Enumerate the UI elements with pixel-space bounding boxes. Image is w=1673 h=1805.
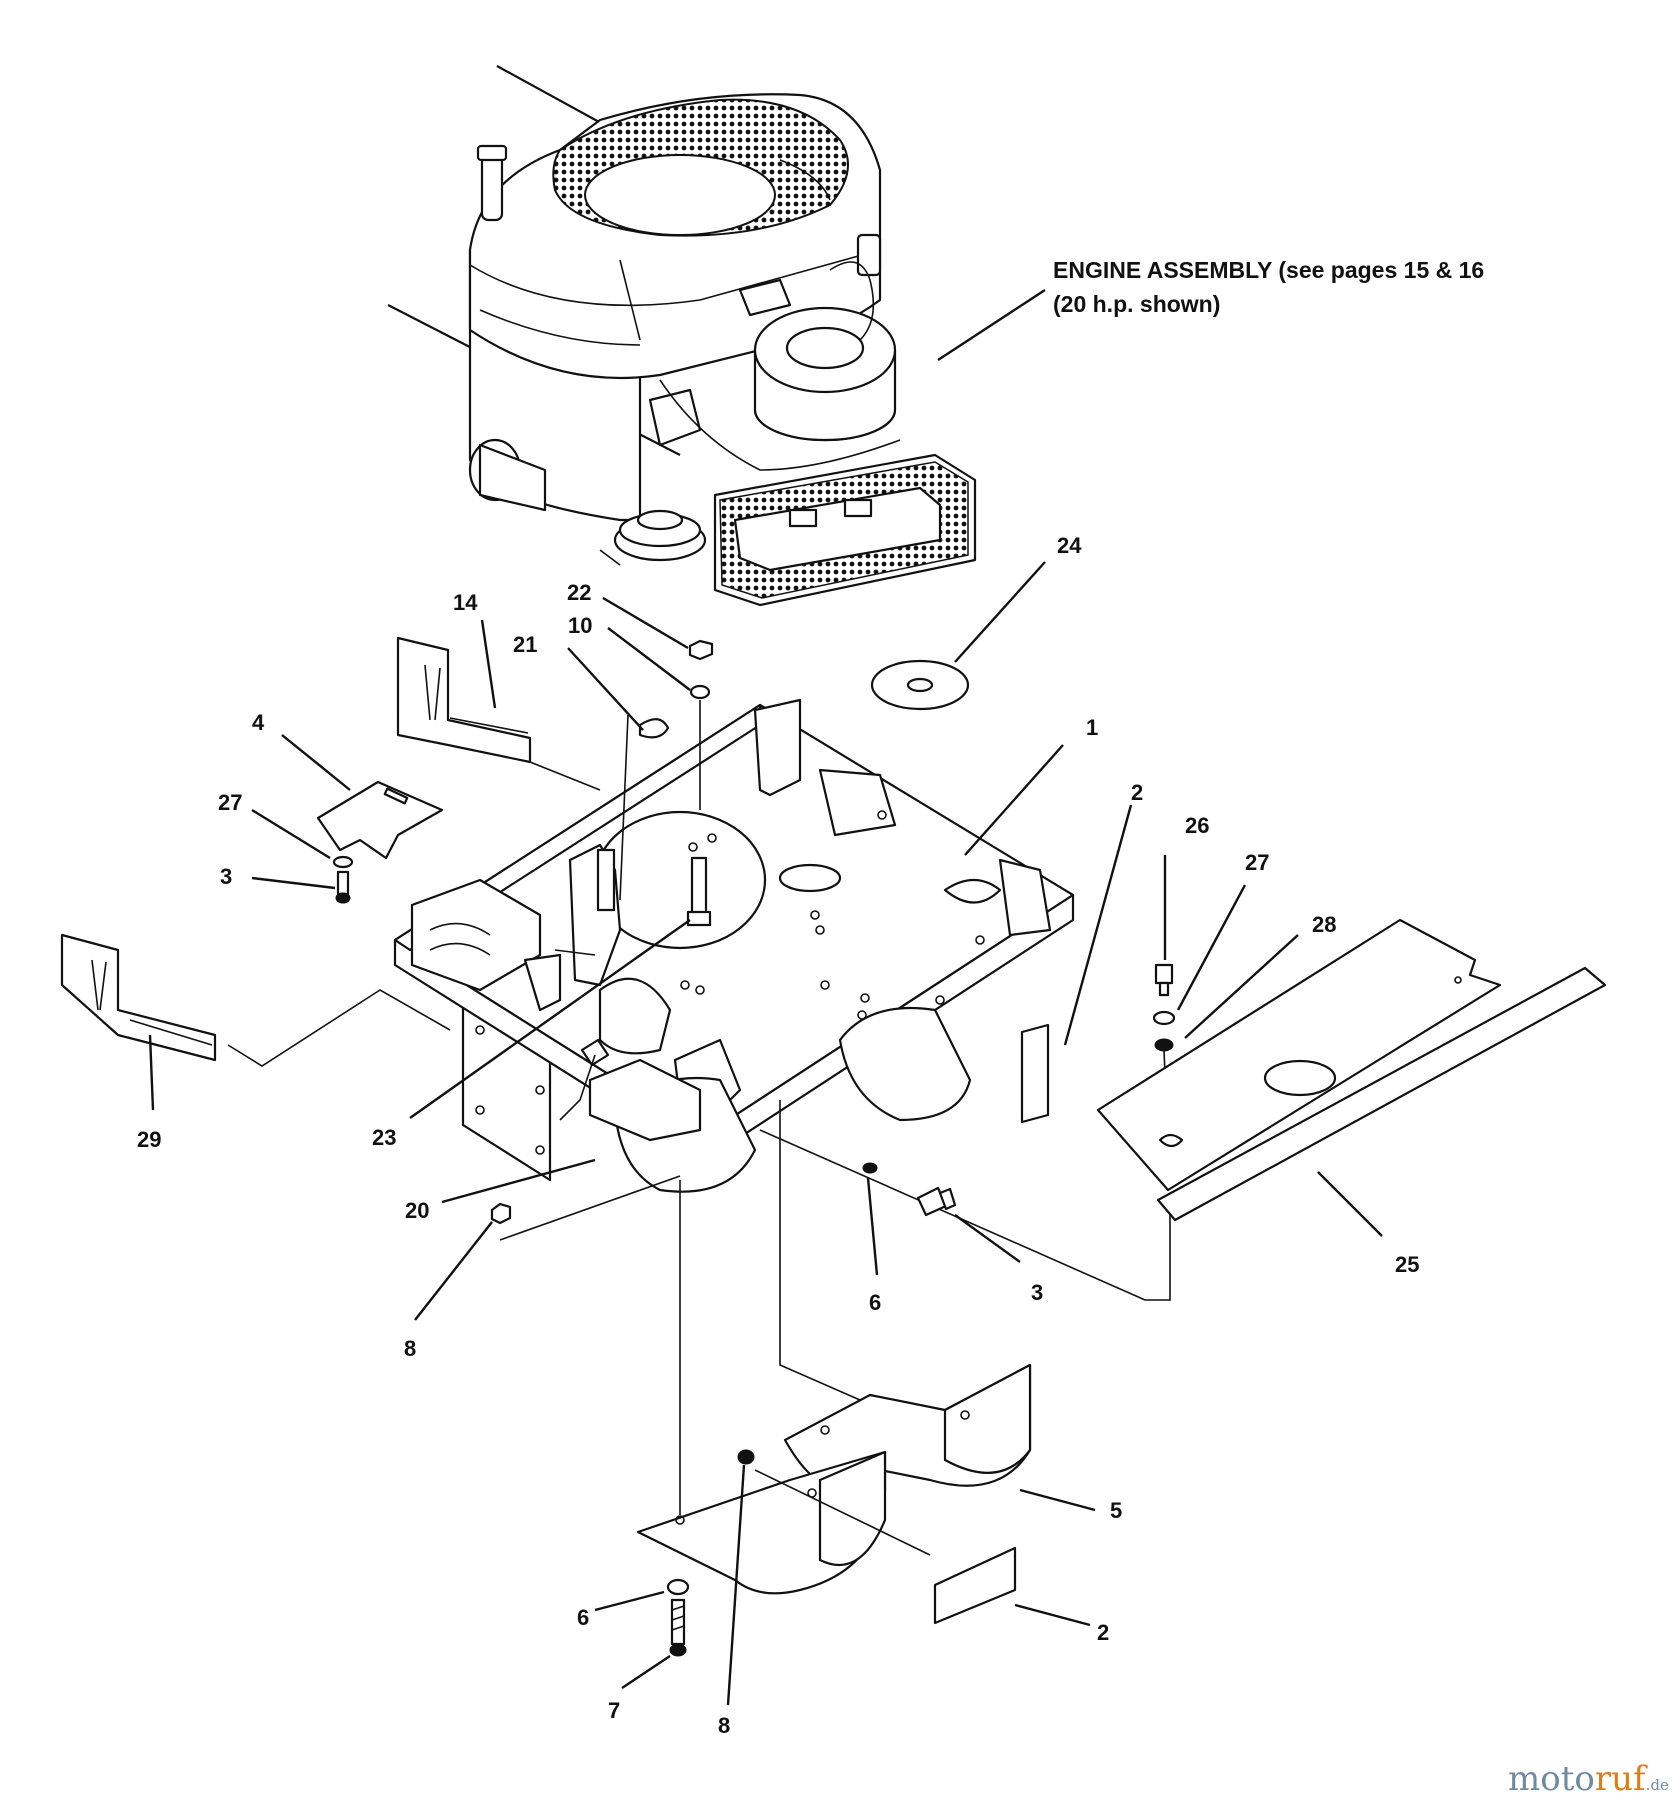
part-6-washer-center (862, 1162, 878, 1174)
part-8-nut-upper (490, 1175, 681, 1241)
callout-10: 10 (568, 613, 592, 638)
callout-8-lower: 8 (718, 1713, 730, 1738)
part-5-heat-shield (779, 1100, 1032, 1491)
part-24-washer (870, 659, 970, 711)
callout-22: 22 (567, 580, 591, 605)
lower-pan (636, 1180, 887, 1595)
part-20-bolt (559, 1038, 610, 1121)
callout-5: 5 (1110, 1498, 1122, 1523)
part-21-clip (619, 714, 670, 901)
callout-6-lower: 6 (577, 1605, 589, 1630)
watermark-text: motoruf.de (1508, 1759, 1669, 1799)
callout-28: 28 (1312, 912, 1336, 937)
frame-part-1 (393, 698, 1075, 1193)
callout-20: 20 (405, 1198, 429, 1223)
callout-23: 23 (372, 1125, 396, 1150)
callout-14: 14 (453, 590, 478, 615)
part-14-bracket (396, 636, 601, 791)
part-6-washer-lower (666, 1578, 690, 1596)
part-10-washer (689, 684, 711, 700)
callout-7: 7 (608, 1698, 620, 1723)
part-27-washer-right (1152, 1010, 1176, 1026)
callout-21: 21 (513, 632, 537, 657)
callout-3-center: 3 (1031, 1280, 1043, 1305)
callout-2-lower: 2 (1097, 1620, 1109, 1645)
callout-4: 4 (252, 710, 265, 735)
callout-2-upper: 2 (1131, 780, 1143, 805)
callout-1: 1 (1086, 715, 1098, 740)
part-4-plate (316, 780, 444, 860)
part-2-decal-lower (933, 1546, 1017, 1625)
engine-assembly-label-line2: (20 h.p. shown) (1053, 291, 1220, 317)
part-7-bolt (669, 1598, 687, 1657)
part-8-nut-lower (737, 1449, 931, 1556)
part-28-washer (1154, 1038, 1174, 1052)
part-29-bracket (60, 933, 451, 1067)
callout-24: 24 (1057, 533, 1082, 558)
part-25-shield (759, 918, 1607, 1301)
part-23-bolt (686, 856, 712, 927)
callout-6-center: 6 (869, 1290, 881, 1315)
callout-8-upper: 8 (404, 1336, 416, 1361)
callout-25: 25 (1395, 1252, 1419, 1277)
motoruf-watermark: motoruf.de (1508, 1759, 1669, 1799)
callout-29: 29 (137, 1127, 161, 1152)
part-3-bolt-left (335, 870, 351, 904)
callout-3-left: 3 (220, 864, 232, 889)
callout-27-right: 27 (1245, 850, 1269, 875)
part-22-nut (688, 639, 714, 661)
part-27-washer-left (332, 855, 354, 869)
callout-26: 26 (1185, 813, 1209, 838)
engine-assembly-leader (937, 288, 1046, 362)
part-26-bolt (1154, 963, 1174, 997)
callout-numbers: 1 2 2 3 3 4 5 6 6 7 8 8 10 14 20 21 22 2… (137, 533, 1419, 1738)
leader-lines (148, 561, 1383, 1706)
part-3-bolt-center (916, 1186, 957, 1217)
part-2-decal-upper (1020, 1023, 1050, 1124)
callout-27-left: 27 (218, 790, 242, 815)
engine-assembly-label-line1: ENGINE ASSEMBLY (see pages 15 & 16 (1053, 257, 1484, 283)
engine-assembly (387, 65, 977, 607)
